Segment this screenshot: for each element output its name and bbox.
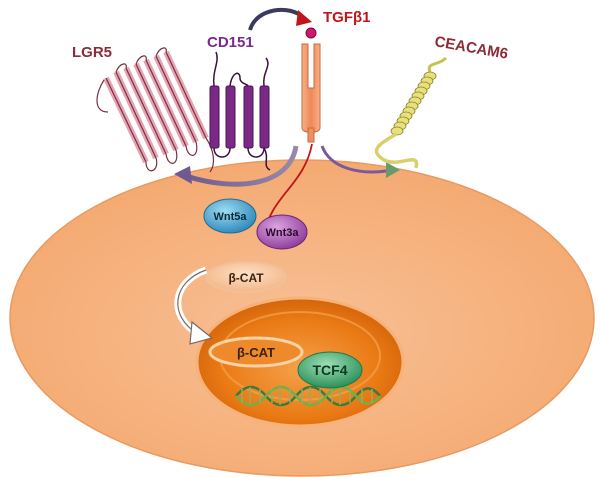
ceacam6-protein (374, 56, 448, 169)
lgr5-receptor (96, 47, 215, 173)
bcat-cytoplasm-label: β-CAT (228, 271, 264, 285)
tcf4-shape (297, 351, 363, 389)
lgr5-label: LGR5 (72, 44, 112, 61)
bcat-nucleus-shape (208, 336, 304, 368)
tgf-to-lgr5-arrow (185, 145, 299, 187)
wnt5a-label: Wnt5a (214, 211, 248, 223)
tgf-to-ceacam6-arrow (320, 145, 393, 174)
cd151-to-tgfb1-arrow (248, 8, 306, 31)
bcat-cytoplasm-shape (205, 261, 287, 293)
cd151-label: CD151 (207, 34, 254, 51)
wnt3a-shape (256, 214, 308, 250)
wnt5a-shape (203, 198, 257, 234)
cd151-receptor (209, 51, 271, 171)
tgf-receptor (301, 43, 321, 143)
translocation-arrow (174, 266, 214, 345)
tcf4-label: TCF4 (313, 362, 348, 378)
tgfb1-ligand (305, 27, 317, 39)
wnt3a-label: Wnt3a (266, 227, 300, 239)
tgfb1-label: TGFβ1 (323, 9, 371, 26)
dna-helix-icon (235, 385, 381, 407)
bcat-nucleus-label: β-CAT (237, 345, 275, 360)
nucleus (195, 296, 405, 428)
